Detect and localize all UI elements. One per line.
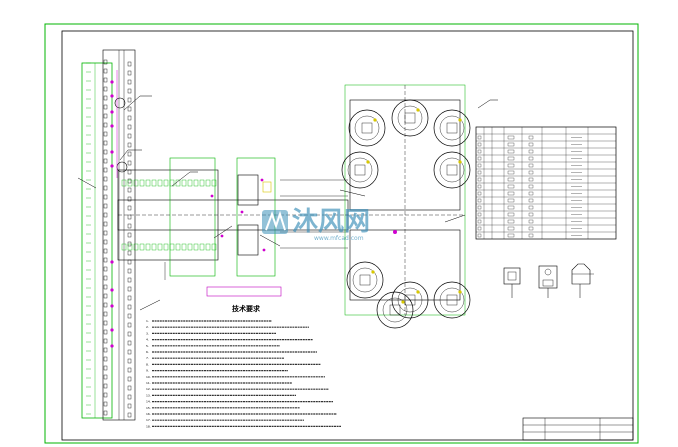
note-item: 6. xyxy=(146,350,149,354)
note-item: 14. xyxy=(146,400,151,404)
horizontal-connector-structure xyxy=(117,157,349,280)
note-item: 5. xyxy=(146,344,149,348)
sheet-inner-border xyxy=(61,30,634,441)
watermark-brand: 沐风网 xyxy=(292,207,370,237)
note-item: 2. xyxy=(146,325,149,329)
title-block xyxy=(522,417,634,441)
notes-title: 技术要求 xyxy=(232,304,261,313)
left-vertical-structure xyxy=(77,49,161,421)
plan-caption-box xyxy=(206,286,282,297)
note-item: 7. xyxy=(146,356,149,360)
note-item: 11. xyxy=(146,381,151,385)
note-item: 3. xyxy=(146,331,149,335)
note-item: 15. xyxy=(146,406,151,410)
schedule-table xyxy=(475,126,617,240)
note-item: 12. xyxy=(146,387,151,391)
sheet-outer-border xyxy=(44,23,639,444)
note-item: 17. xyxy=(146,418,151,422)
note-item: 10. xyxy=(146,375,151,379)
watermark-logo-icon xyxy=(262,210,288,234)
note-item: 9. xyxy=(146,369,149,373)
watermark-url: www.mfcad.com xyxy=(314,235,364,242)
note-item: 1. xyxy=(146,319,149,323)
watermark: 沐风网 www.mfcad.com xyxy=(262,207,370,242)
technical-notes: 1. 2. 3. 4. 5. 6. 7. 8. 9. 10. 11. 12. 13. 14. 15. 16. 1… xyxy=(146,319,341,428)
note-item: 18. xyxy=(146,424,151,428)
circular-tank-cluster xyxy=(339,84,498,329)
detail-sketches xyxy=(503,263,594,298)
note-item: 4. xyxy=(146,338,149,342)
note-item: 8. xyxy=(146,362,149,366)
note-item: 16. xyxy=(146,412,151,416)
note-item: 13. xyxy=(146,393,151,397)
